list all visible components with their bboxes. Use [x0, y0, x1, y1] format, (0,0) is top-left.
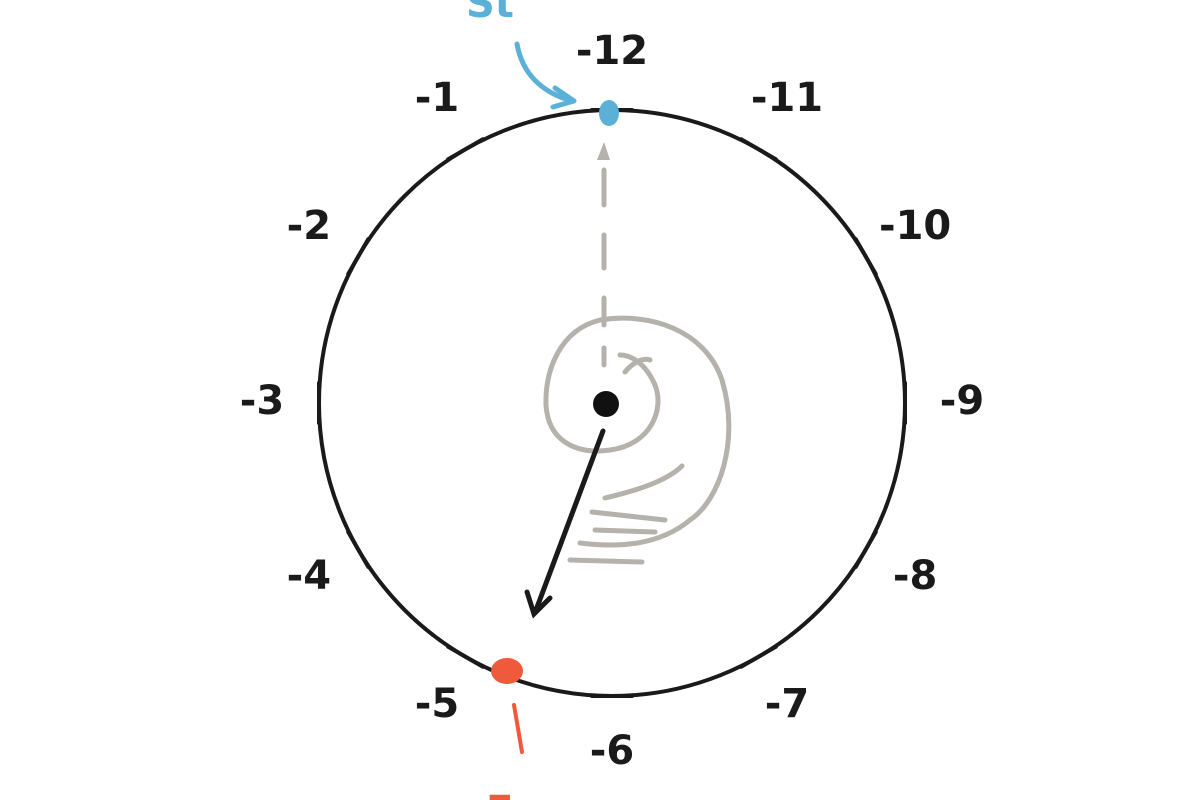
end-marker: E [486, 658, 524, 800]
tick-label: -5 [415, 681, 459, 727]
start-pointer-arrow [514, 41, 575, 104]
tick-mark [446, 644, 485, 669]
end-point-dot [491, 658, 523, 684]
tick-label: -10 [879, 203, 951, 249]
rotation-swirl-guide [543, 315, 732, 565]
tick-mark [853, 530, 878, 569]
tick-label: -9 [940, 378, 984, 424]
tick-mark [346, 530, 371, 569]
tick-mark [446, 137, 485, 162]
tick-label: -1 [415, 75, 459, 121]
dial-center-pivot [593, 391, 619, 417]
tick-label: -11 [751, 75, 823, 121]
tick-mark [739, 137, 778, 162]
tick-label: -12 [576, 28, 648, 74]
tick-label: -3 [240, 378, 284, 424]
tick-label: -6 [590, 728, 634, 774]
tick-mark [739, 644, 778, 669]
tick-label: -4 [287, 553, 331, 599]
tick-label: -2 [287, 203, 331, 249]
start-point-dot [599, 100, 619, 126]
end-label: E [486, 788, 513, 800]
dial-tick-labels: -12 -11 -10 -9 -8 -7 -6 -5 -4 -3 -2 -1 [240, 28, 984, 774]
tick-label: -8 [893, 553, 937, 599]
tick-mark [346, 237, 371, 276]
end-pointer-line [512, 703, 524, 754]
start-marker: St [466, 0, 619, 126]
tick-label: -7 [765, 681, 809, 727]
start-label: St [466, 0, 514, 27]
tick-mark [853, 237, 878, 276]
dial-tick-marks [317, 108, 907, 698]
start-direction-guide [597, 142, 610, 368]
dial-hand [524, 428, 606, 619]
